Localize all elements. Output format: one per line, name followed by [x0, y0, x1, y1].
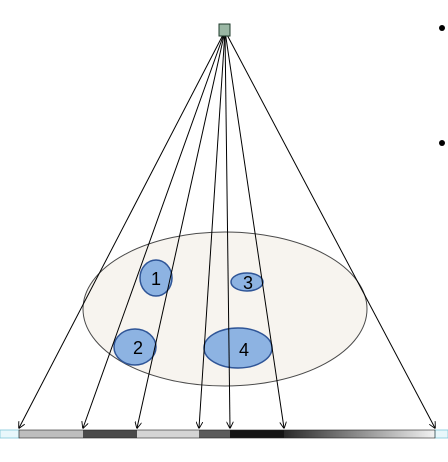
- source-icon: [218, 23, 231, 37]
- detector-seg-dark-2: [199, 430, 230, 438]
- detector-edge-left: [0, 429, 20, 439]
- bullet-2: [439, 140, 445, 146]
- ray-4: [199, 30, 226, 428]
- region-1: 1: [139, 259, 173, 297]
- region-2: 2: [113, 328, 157, 366]
- detector-outline: [18, 429, 436, 439]
- ray-1: [19, 30, 226, 428]
- region-2-shape: [113, 328, 157, 366]
- region-4: 4: [203, 327, 273, 369]
- ray-7: [224, 30, 435, 428]
- ray-6: [224, 30, 284, 428]
- detector-seg-darkest: [230, 430, 284, 438]
- detector-seg-dark: [83, 430, 137, 438]
- region-1-shape: [139, 259, 173, 297]
- region-1-label: 1: [151, 269, 161, 289]
- rays: [19, 30, 435, 428]
- region-3: 3: [230, 272, 264, 293]
- detector-edge-right: [434, 429, 448, 439]
- region-3-shape: [230, 272, 264, 292]
- detector-seg-light: [137, 430, 199, 438]
- detector-strip: [0, 429, 448, 439]
- bullet-1: [439, 25, 445, 31]
- ray-5: [224, 30, 230, 428]
- detector-seg-gradient: [284, 430, 435, 438]
- ray-2: [83, 30, 226, 428]
- region-3-label: 3: [243, 273, 253, 293]
- region-4-label: 4: [239, 340, 249, 360]
- region-2-label: 2: [133, 338, 143, 358]
- ray-3: [137, 30, 226, 428]
- detector-seg-gray: [19, 430, 83, 438]
